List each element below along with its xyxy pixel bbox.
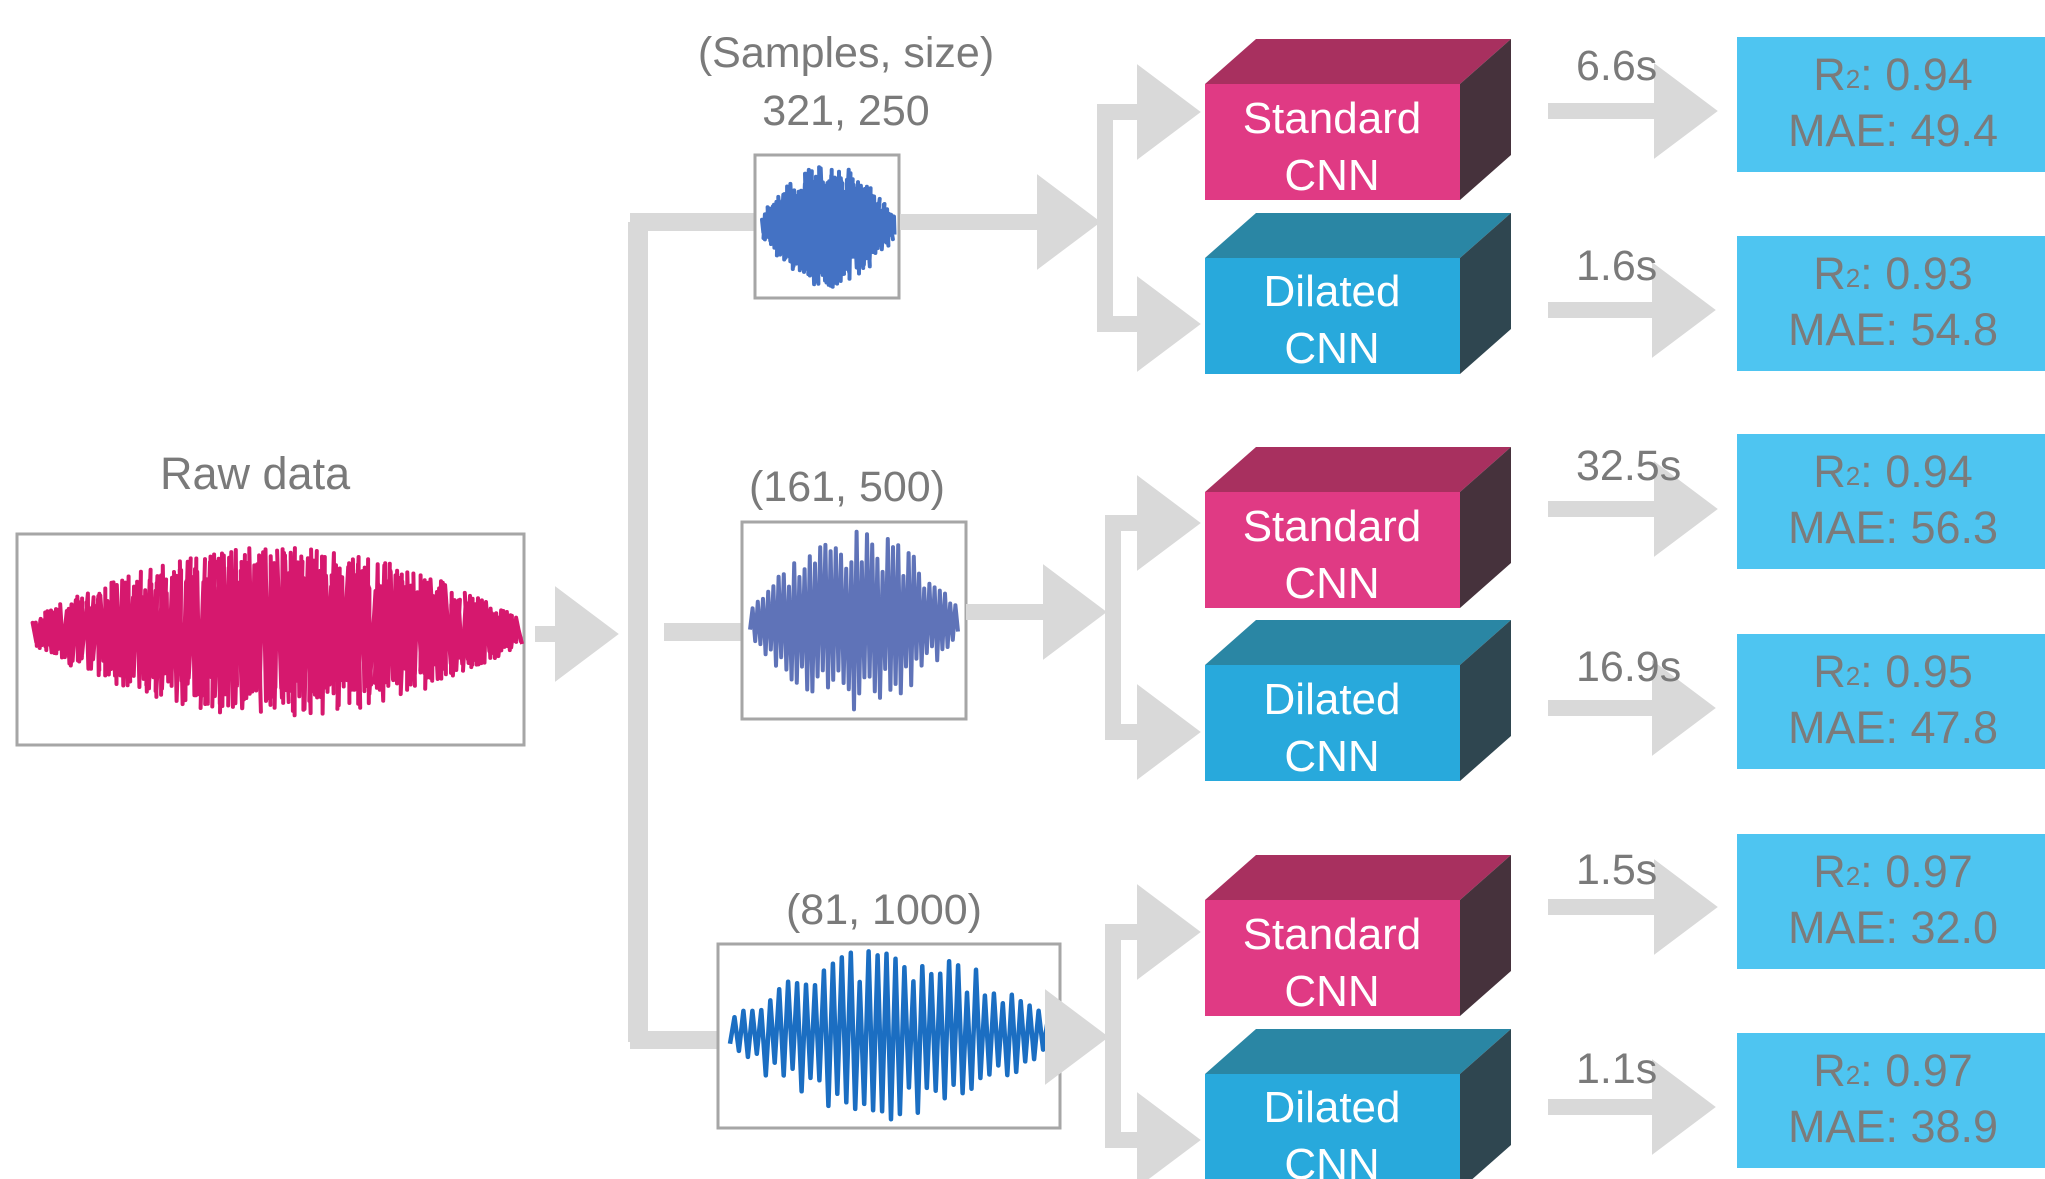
r2-value: 0.93 <box>1885 248 1973 299</box>
model-block-2-1 <box>1205 447 1511 608</box>
r2-superscript: 2 <box>1845 263 1861 293</box>
metric-box: R2: 0.97 MAE: 32.0 <box>1737 834 2045 969</box>
model-block-side <box>1460 213 1511 374</box>
raw-data-label: Raw data <box>160 448 351 499</box>
time-label: 16.9s <box>1576 643 1682 691</box>
model-block-2-2 <box>1205 620 1511 781</box>
sample-2-label: (161, 500) <box>748 463 946 511</box>
sample-waveform-3 <box>727 949 1055 1122</box>
r2-superscript: 2 <box>1845 1060 1861 1090</box>
r2-line: R2: 0.94 <box>1813 446 1973 497</box>
sample-3-label: (81, 1000) <box>785 886 983 934</box>
time-label: 1.5s <box>1576 846 1658 894</box>
time-label: 1.1s <box>1576 1045 1658 1093</box>
r2-line: R2: 0.97 <box>1813 1045 1973 1096</box>
r2-superscript: 2 <box>1845 861 1861 891</box>
model-block-side <box>1460 447 1511 608</box>
model-block-front <box>1205 1074 1460 1179</box>
model-block-top <box>1205 39 1511 84</box>
raw-data-waveform <box>30 546 525 718</box>
metric-box: R2: 0.93 MAE: 54.8 <box>1737 236 2045 371</box>
r2-value: 0.94 <box>1885 49 1973 100</box>
model-block-front <box>1205 492 1460 608</box>
model-block-side <box>1460 39 1511 200</box>
model-block-top <box>1205 620 1511 665</box>
result-arrows <box>1548 63 1718 1155</box>
time-label: 6.6s <box>1576 42 1658 90</box>
model-block-front <box>1205 84 1460 200</box>
model-block-3-2 <box>1205 1029 1511 1179</box>
r2-line: R2: 0.97 <box>1813 846 1973 897</box>
mae-line: MAE: 47.8 <box>1787 702 1999 753</box>
fork-2 <box>1105 475 1201 780</box>
r2-value: 0.94 <box>1885 446 1973 497</box>
mae-line: MAE: 38.9 <box>1787 1101 1999 1152</box>
time-label: 32.5s <box>1576 442 1682 490</box>
model-block-front <box>1205 900 1460 1016</box>
model-block-top <box>1205 1029 1511 1074</box>
model-name-line1: Dilated <box>1264 267 1401 316</box>
metric-box: R2: 0.97 MAE: 38.9 <box>1737 1033 2045 1168</box>
metric-box: R2: 0.95 MAE: 47.8 <box>1737 634 2045 769</box>
model-name-line2: CNN <box>1284 967 1379 1016</box>
model-block-3-1 <box>1205 855 1511 1016</box>
model-name-line1: Standard <box>1243 502 1422 551</box>
model-name-line2: CNN <box>1284 559 1379 608</box>
mae-line: MAE: 54.8 <box>1787 304 1999 355</box>
sample-1-label-line1: (Samples, size) <box>697 29 995 77</box>
r2-superscript: 2 <box>1845 461 1861 491</box>
metric-box: R2: 0.94 MAE: 49.4 <box>1737 37 2045 172</box>
sample-waveform-1 <box>760 165 897 289</box>
r2-superscript: 2 <box>1845 661 1861 691</box>
model-block-front <box>1205 665 1460 781</box>
fork-3 <box>1105 884 1201 1179</box>
model-name-line2: CNN <box>1284 151 1379 200</box>
r2-superscript: 2 <box>1845 64 1861 94</box>
model-block-top <box>1205 213 1511 258</box>
mae-line: MAE: 32.0 <box>1787 902 1999 953</box>
r2-line: R2: 0.93 <box>1813 248 1973 299</box>
model-block-1-1 <box>1205 39 1511 200</box>
r2-line: R2: 0.95 <box>1813 646 1973 697</box>
sample-waveform-2 <box>748 529 960 712</box>
model-name-line1: Dilated <box>1264 1083 1401 1132</box>
model-block-top <box>1205 855 1511 900</box>
model-block-side <box>1460 1029 1511 1179</box>
r2-value: 0.95 <box>1885 646 1973 697</box>
r2-line: R2: 0.94 <box>1813 49 1973 100</box>
model-name-line1: Dilated <box>1264 675 1401 724</box>
mae-line: MAE: 56.3 <box>1787 502 1999 553</box>
time-label: 1.6s <box>1576 242 1658 290</box>
model-name-line2: CNN <box>1284 732 1379 781</box>
metric-box: R2: 0.94 MAE: 56.3 <box>1737 434 2045 569</box>
mae-line: MAE: 49.4 <box>1787 105 1999 156</box>
r2-value: 0.97 <box>1885 846 1973 897</box>
model-name-line1: Standard <box>1243 94 1422 143</box>
model-name-line2: CNN <box>1284 324 1379 373</box>
model-block-side <box>1460 855 1511 1016</box>
model-name-line2: CNN <box>1284 1140 1379 1179</box>
model-name-line1: Standard <box>1243 910 1422 959</box>
sample-1-label-line2: 321, 250 <box>762 87 930 135</box>
model-block-1-2 <box>1205 213 1511 374</box>
model-block-front <box>1205 258 1460 374</box>
model-block-side <box>1460 620 1511 781</box>
model-block-top <box>1205 447 1511 492</box>
r2-value: 0.97 <box>1885 1045 1973 1096</box>
fork-1 <box>1097 64 1201 372</box>
